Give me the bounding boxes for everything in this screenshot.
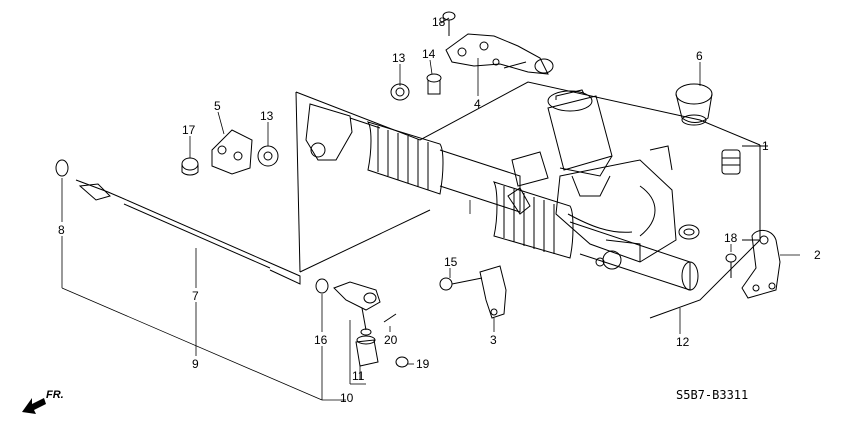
callout-11: 11 (352, 369, 365, 383)
part-6-grommet (675, 83, 713, 126)
callout-9: 9 (192, 357, 199, 371)
callout-18-right: 18 (724, 231, 738, 245)
callout-5: 5 (214, 99, 221, 113)
part-19-nut (395, 356, 409, 368)
callout-2: 2 (814, 248, 821, 262)
part-5-plate (211, 129, 253, 175)
callout-13-top: 13 (392, 51, 406, 65)
motor (547, 89, 613, 197)
callout-19: 19 (416, 357, 430, 371)
part-2-bracket (741, 230, 781, 299)
callout-7: 7 (192, 289, 199, 303)
gearbox-housing (305, 89, 699, 291)
callout-1: 1 (762, 139, 769, 153)
callout-10: 10 (340, 391, 354, 405)
front-direction-label: FR. (46, 389, 64, 401)
part-11-boot (355, 335, 379, 367)
part-13-nut-left (257, 145, 279, 167)
callout-4: 4 (474, 97, 481, 111)
part-18-bolt-right (725, 253, 737, 278)
assembly-frame (295, 81, 761, 146)
leader-lines (61, 17, 800, 401)
part-18-bolt-top (442, 11, 456, 36)
callout-15: 15 (444, 255, 458, 269)
callout-20: 20 (384, 333, 398, 347)
part-15-bolt (439, 277, 483, 291)
callout-8: 8 (58, 223, 65, 237)
part-3-clamp (479, 265, 507, 319)
part-1-seal (678, 149, 741, 240)
callout-6: 6 (696, 49, 703, 63)
tie-rod-end (333, 281, 381, 336)
callout-16: 16 (314, 333, 328, 347)
part-17-bushing (181, 157, 199, 176)
part-14-collar (426, 73, 442, 95)
front-direction-arrow-icon (22, 398, 46, 414)
callout-12: 12 (676, 335, 690, 349)
diagram-code: S5B7-B3311 (676, 388, 749, 402)
part-13-nut-top (390, 83, 410, 101)
callout-17: 17 (182, 123, 196, 137)
part-4-bracket (445, 33, 554, 75)
callout-13-left: 13 (260, 109, 274, 123)
callout-3: 3 (490, 333, 497, 347)
part-1-bracket (742, 145, 761, 241)
callout-18-top: 18 (432, 15, 446, 29)
callout-14: 14 (422, 47, 436, 61)
tie-rod (55, 159, 329, 294)
part-20-pin (383, 313, 397, 323)
